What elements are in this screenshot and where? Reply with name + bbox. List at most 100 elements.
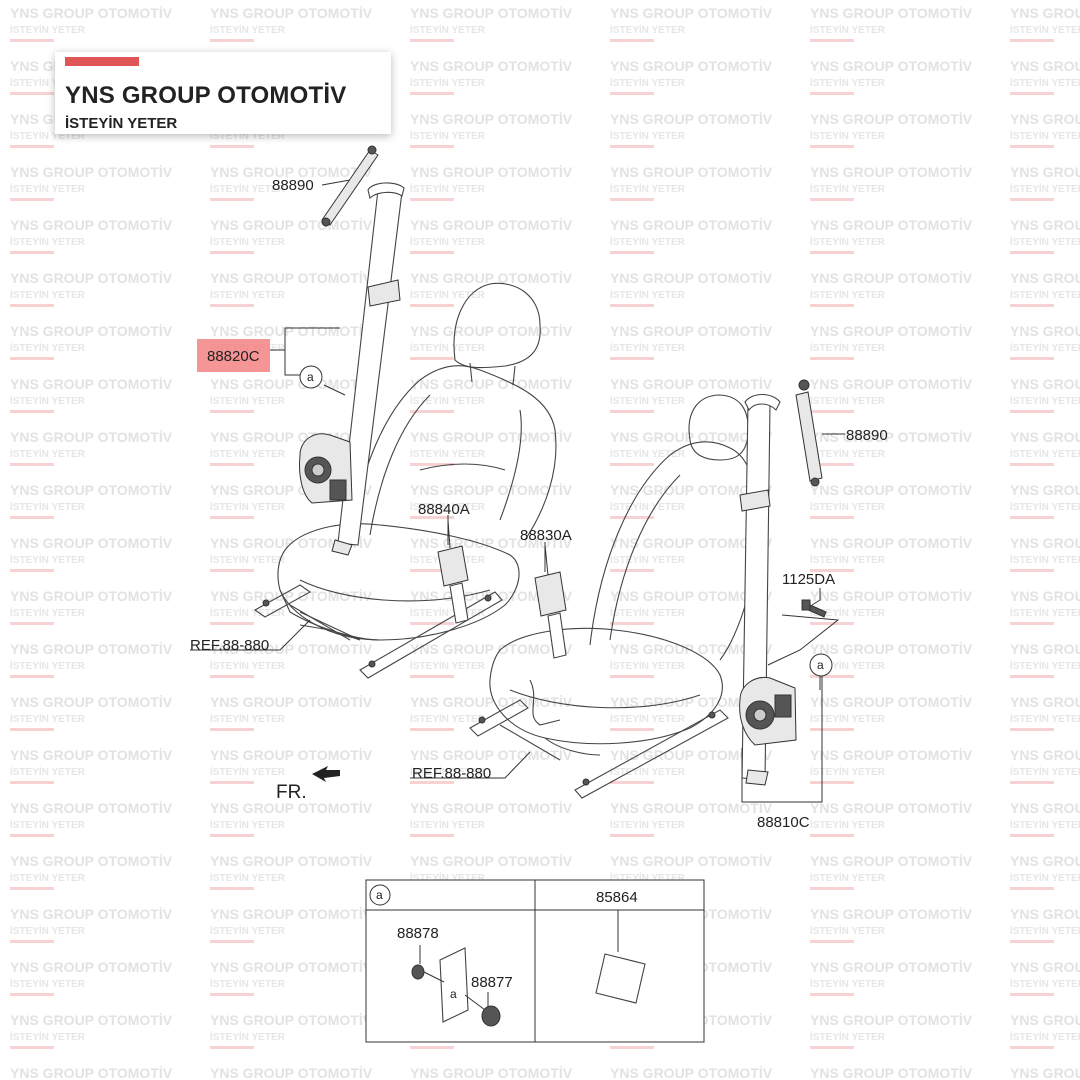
watermark-line2: İSTEYİN YETER xyxy=(610,341,686,354)
watermark-line1: YNS GROUP OTOMOTİV xyxy=(610,641,773,657)
watermark-line1: YNS GROUP OTOMOTİV xyxy=(210,323,373,339)
watermark-bar xyxy=(410,251,454,254)
left-buckle xyxy=(437,519,469,624)
watermark-bar xyxy=(210,198,254,201)
watermark-bar xyxy=(410,145,454,148)
watermark-bar xyxy=(10,993,54,996)
watermark-bar xyxy=(10,940,54,943)
watermark-bar xyxy=(10,463,54,466)
watermark-bar xyxy=(1010,834,1054,837)
detail-label-88878: 88878 xyxy=(397,925,439,942)
watermark-tile: YNS GROUP OTOMOTİV İSTEYİN YETER xyxy=(410,217,573,254)
watermark-line1: YNS GROUP OTOMOTİV xyxy=(810,482,973,498)
watermark-line2: İSTEYİN YETER xyxy=(610,712,686,725)
watermark-line2: İSTEYİN YETER xyxy=(410,76,486,89)
watermark-line1: YNS GROUP OTOMOTİV xyxy=(810,1012,973,1028)
watermark-line2: İSTEYİN YETER xyxy=(210,553,286,566)
watermark-bar xyxy=(410,728,454,731)
watermark-bar xyxy=(10,304,54,307)
watermark-line2: İSTEYİN YETER xyxy=(210,288,286,301)
watermark-line1: YNS GROUP OTOMOTİV xyxy=(810,270,973,286)
watermark-tile: YNS GROUP OTOMOTİV İSTEYİN YETER xyxy=(410,429,573,466)
brand-accent-bar xyxy=(65,57,139,66)
watermark-line2: İSTEYİN YETER xyxy=(410,129,486,142)
watermark-line1: YNS GROUP OTOMOTİV xyxy=(410,429,573,445)
watermark-line2: İSTEYİN YETER xyxy=(10,182,86,195)
watermark-bar xyxy=(210,463,254,466)
watermark-bar xyxy=(410,357,454,360)
watermark-line2: İSTEYİN YETER xyxy=(1010,818,1080,831)
watermark-line2: İSTEYİN YETER xyxy=(410,447,486,460)
watermark-line2: İSTEYİN YETER xyxy=(10,288,86,301)
brand-logo-box: YNS GROUP OTOMOTİV İSTEYİN YETER xyxy=(55,52,391,134)
watermark-bar xyxy=(610,357,654,360)
right-height-adjuster xyxy=(795,379,823,487)
watermark-line2: İSTEYİN YETER xyxy=(410,765,486,778)
watermark-bar xyxy=(210,887,254,890)
watermark-bar xyxy=(810,781,854,784)
watermark-bar xyxy=(410,622,454,625)
watermark-line2: İSTEYİN YETER xyxy=(610,659,686,672)
watermark-line1: YNS GROUP OTOMOTİV xyxy=(1010,217,1080,233)
watermark-bar xyxy=(410,92,454,95)
label-88890-left: 88890 xyxy=(272,177,314,194)
watermark-line1: YNS GROUP OTOMOTİV xyxy=(1010,747,1080,763)
watermark-bar xyxy=(410,1046,454,1049)
watermark-line1: YNS GROUP OTOMOTİV xyxy=(410,217,573,233)
watermark-line2: İSTEYİN YETER xyxy=(1010,553,1080,566)
watermark-line2: İSTEYİN YETER xyxy=(210,765,286,778)
watermark-line2: İSTEYİN YETER xyxy=(10,977,86,990)
watermark-line2: İSTEYİN YETER xyxy=(1010,182,1080,195)
watermark-line2: İSTEYİN YETER xyxy=(1010,977,1080,990)
watermark-line1: YNS GROUP OTOMOTİV xyxy=(610,164,773,180)
watermark-bar xyxy=(810,728,854,731)
watermark-tile: YNS GROUP OTOMOTİV İSTEYİN YETER xyxy=(210,747,373,784)
watermark-bar xyxy=(10,516,54,519)
right-seat-drawing xyxy=(469,394,758,799)
front-direction-arrow xyxy=(312,766,340,782)
watermark-line2: İSTEYİN YETER xyxy=(10,1030,86,1043)
watermark-line1: YNS GROUP OTOMOTİV xyxy=(810,747,973,763)
watermark-line2: İSTEYİN YETER xyxy=(810,235,886,248)
watermark-line2: İSTEYİN YETER xyxy=(410,394,486,407)
watermark-line1: YNS GROUP OTOMOTİV xyxy=(10,270,173,286)
highlight-88820c xyxy=(197,339,270,372)
watermark-line1: YNS GROUP OTOMOTİV xyxy=(410,641,573,657)
watermark-bar xyxy=(610,304,654,307)
watermark-bar xyxy=(210,569,254,572)
watermark-line1: YNS GROUP OTOMOTİV xyxy=(10,535,173,551)
watermark-line1: YNS GROUP OTOMOTİV xyxy=(610,217,773,233)
watermark-line2: İSTEYİN YETER xyxy=(1010,23,1080,36)
watermark-line1: YNS GROUP OTOMOTİV xyxy=(210,747,373,763)
watermark-bar xyxy=(210,251,254,254)
watermark-bar xyxy=(1010,463,1054,466)
watermark-line1: YNS GROUP OTOMOTİV xyxy=(10,164,173,180)
watermark-bar xyxy=(210,1046,254,1049)
watermark-line2: İSTEYİN YETER xyxy=(410,235,486,248)
watermark-line1: YNS GROUP OTOMOTİV xyxy=(210,694,373,710)
watermark-line1: YNS GROUP OTOMOTİV xyxy=(1010,959,1080,975)
